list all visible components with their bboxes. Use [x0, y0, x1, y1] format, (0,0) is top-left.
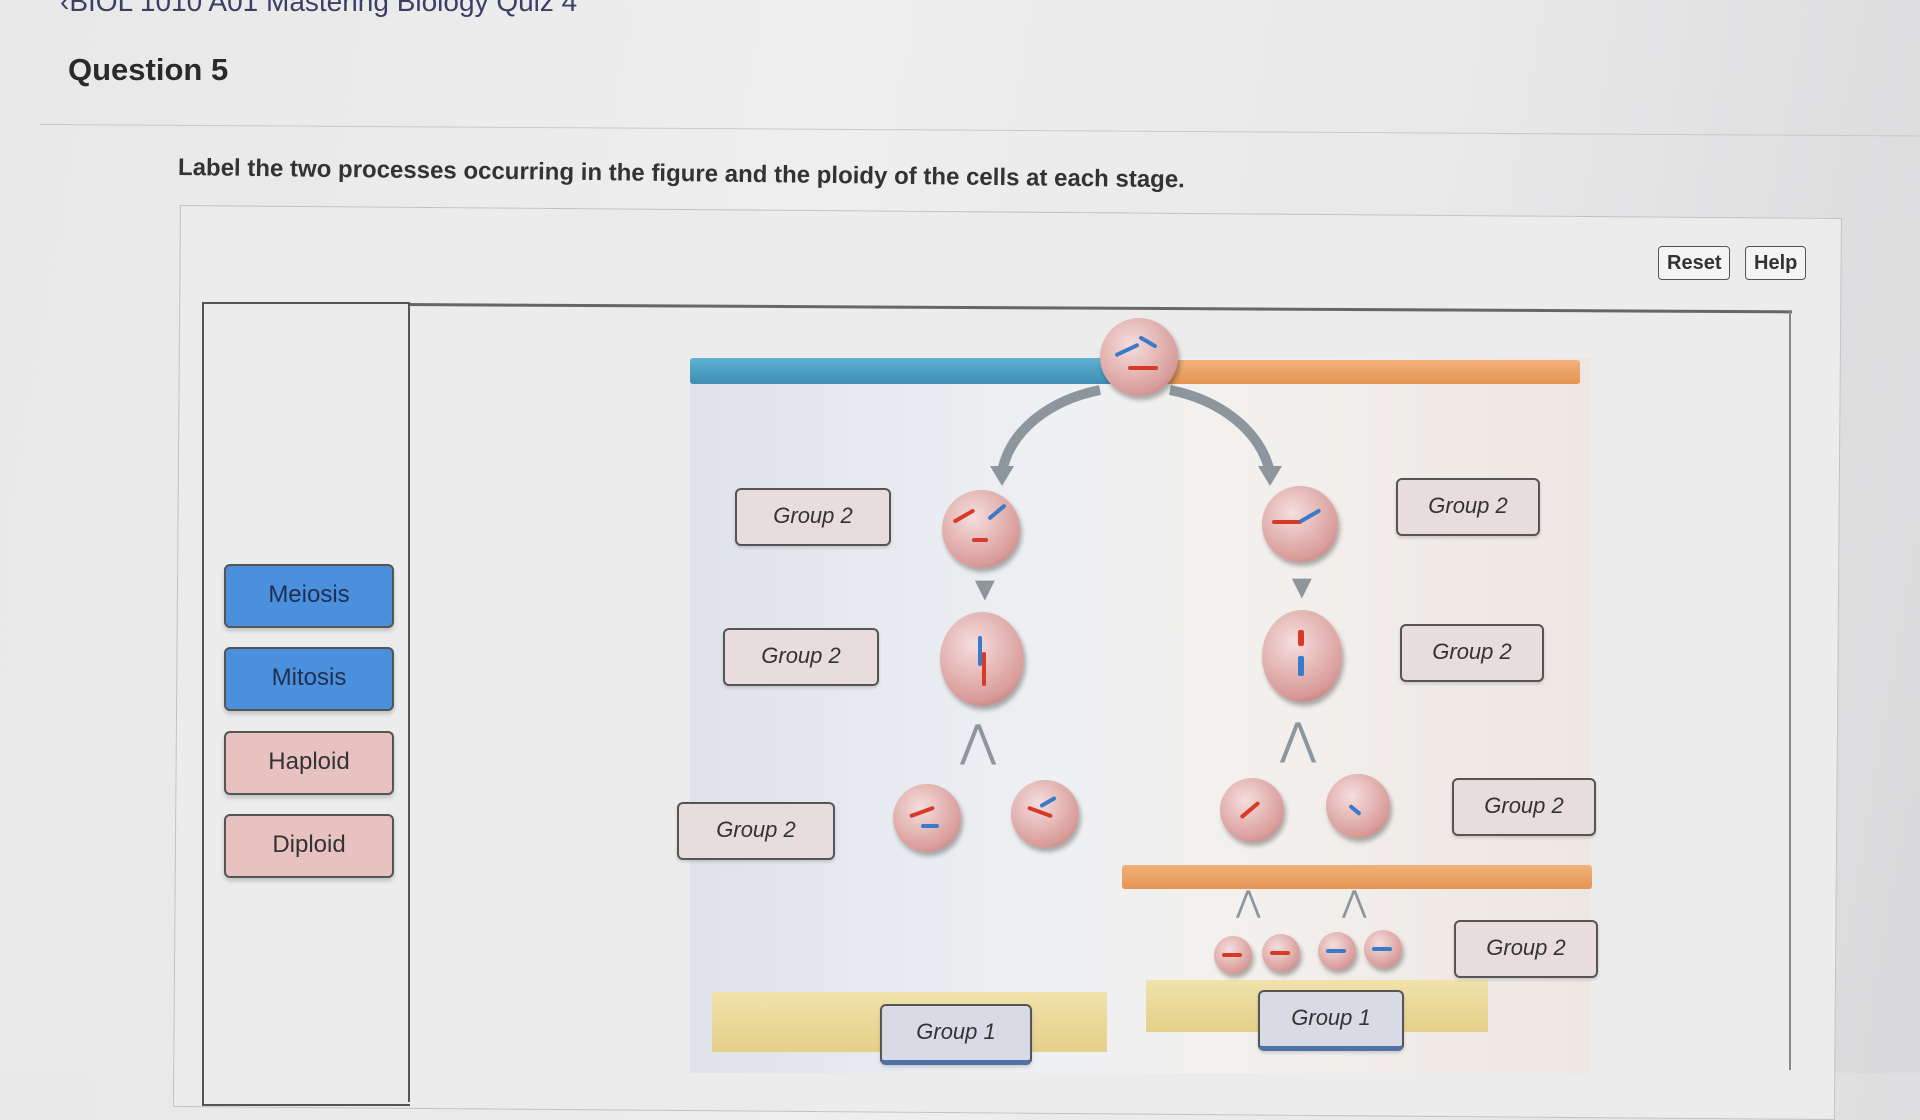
parent-cell — [1100, 318, 1178, 396]
meiosis-bar — [1140, 360, 1580, 384]
gamete-cell — [1262, 934, 1300, 972]
meiosis-daughter-cell-1 — [1220, 778, 1284, 842]
help-button[interactable]: Help — [1745, 246, 1807, 280]
drop-target-process-right[interactable]: Group 1 — [1258, 990, 1404, 1051]
reset-button[interactable]: Reset — [1658, 246, 1731, 280]
mitosis-daughter-cell-2 — [1011, 780, 1079, 848]
drop-target-left-1[interactable]: Group 2 — [735, 488, 891, 546]
mitosis-cell-metaphase — [940, 612, 1024, 706]
drop-target-right-1[interactable]: Group 2 — [1396, 478, 1540, 536]
cell-division-figure — [690, 358, 1590, 1073]
question-title: Question 5 — [68, 52, 229, 87]
gamete-cell — [1214, 936, 1252, 974]
gamete-cell — [1364, 930, 1402, 968]
label-haploid[interactable]: Haploid — [224, 731, 394, 795]
meiosis-cell-prophase — [1262, 486, 1338, 562]
divider — [39, 124, 1920, 137]
mitosis-daughter-cell-1 — [893, 784, 961, 852]
drop-target-right-3[interactable]: Group 2 — [1452, 778, 1596, 836]
split-arrow-icon: ⋀ — [1236, 886, 1261, 919]
branch-arrows — [990, 385, 1282, 486]
mitosis-bar — [690, 358, 1140, 384]
label-meiosis[interactable]: Meiosis — [224, 564, 394, 628]
down-arrow-icon: ▼ — [1285, 568, 1319, 606]
breadcrumb-text[interactable]: BIOL 1010 A01 Mastering Biology Quiz 4 — [69, 0, 578, 17]
back-chevron-icon[interactable]: ‹ — [60, 0, 70, 17]
meiosis-daughter-cell-2 — [1326, 774, 1390, 838]
drop-target-left-3[interactable]: Group 2 — [677, 802, 835, 860]
question-prompt: Label the two processes occurring in the… — [177, 154, 1185, 194]
split-arrow-icon: ⋀ — [1342, 886, 1367, 919]
split-arrow-icon: ⋀ — [1280, 715, 1317, 764]
meiosis-bar-2 — [1122, 865, 1592, 889]
gamete-cell — [1318, 932, 1356, 970]
workspace-border — [1789, 310, 1791, 1070]
split-arrow-icon: ⋀ — [960, 717, 997, 766]
meiosis-cell-metaphase — [1262, 610, 1342, 702]
label-mitosis[interactable]: Mitosis — [224, 647, 394, 711]
drop-target-right-4[interactable]: Group 2 — [1454, 920, 1598, 978]
label-diploid[interactable]: Diploid — [224, 814, 394, 878]
label-bank-divider — [408, 302, 410, 1102]
mitosis-cell-prophase — [942, 490, 1020, 568]
drop-target-left-2[interactable]: Group 2 — [723, 628, 879, 686]
breadcrumb[interactable]: ‹BIOL 1010 A01 Mastering Biology Quiz 4 — [60, 0, 577, 18]
down-arrow-icon: ▼ — [968, 570, 1002, 608]
drop-target-right-2[interactable]: Group 2 — [1400, 624, 1544, 682]
drop-target-process-left[interactable]: Group 1 — [880, 1004, 1032, 1065]
